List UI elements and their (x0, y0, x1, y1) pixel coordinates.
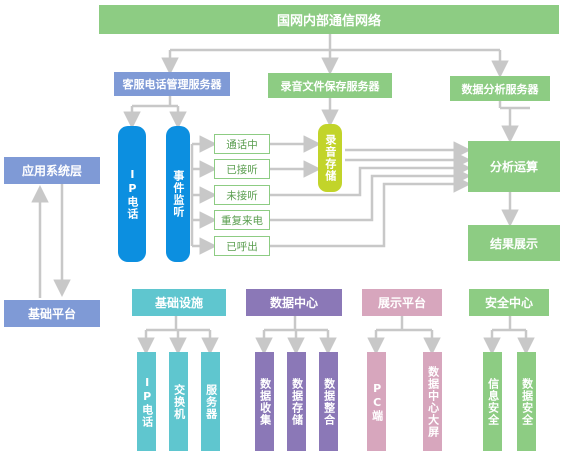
app-system-layer-label: 应用系统层 (21, 164, 82, 178)
security-item-data: 数据安全 (517, 352, 536, 451)
infrastructure-header: 基础设施 (132, 289, 226, 316)
security-item-info-label: 信息安全 (486, 377, 500, 426)
analysis-compute-box: 分析运算 (468, 141, 560, 192)
dc-item-integrate-label: 数据整合 (322, 377, 336, 426)
display-platform-header-label: 展示平台 (377, 296, 426, 310)
app-system-layer: 应用系统层 (4, 157, 100, 184)
display-item-big-screen: 数据中心大屏 (423, 352, 442, 451)
state-in-call: 通话中 (214, 134, 270, 154)
infra-item-switch-label: 交换机 (172, 383, 186, 420)
infra-item-ip-phone: IP电话 (137, 352, 156, 451)
display-item-big-screen-label: 数据中心大屏 (426, 365, 440, 438)
ip-phone-column-label: IP电话 (125, 168, 139, 220)
display-item-pc-label: PC端 (370, 381, 384, 422)
ip-phone-column: IP电话 (118, 126, 146, 262)
state-answered: 已接听 (214, 159, 270, 179)
customer-phone-server: 客服电话管理服务器 (114, 72, 230, 96)
state-outgoing: 已呼出 (214, 236, 270, 256)
datacenter-header: 数据中心 (246, 289, 342, 316)
state-in-call-label: 通话中 (226, 138, 258, 151)
record-storage-pill: 录音存储 (318, 124, 342, 192)
dc-item-store: 数据存储 (287, 352, 306, 451)
base-platform-label: 基础平台 (27, 307, 76, 321)
state-missed-label: 未接听 (226, 189, 258, 202)
state-repeat-call-label: 重复来电 (221, 214, 263, 227)
state-repeat-call: 重复来电 (214, 210, 270, 230)
result-display-box: 结果展示 (468, 225, 560, 261)
infra-item-server-label: 服务器 (204, 383, 218, 420)
dc-item-collect: 数据收集 (255, 352, 274, 451)
recording-server-label: 录音文件保存服务器 (280, 79, 380, 93)
analysis-server-label: 数据分析服务器 (461, 82, 539, 96)
event-monitor-column: 事件监听 (166, 126, 190, 262)
security-item-data-label: 数据安全 (520, 377, 534, 426)
result-display-label: 结果展示 (489, 236, 538, 251)
display-item-pc: PC端 (367, 352, 386, 451)
security-center-header: 安全中心 (469, 289, 549, 316)
state-missed: 未接听 (214, 185, 270, 205)
infra-item-switch: 交换机 (169, 352, 188, 451)
customer-phone-server-label: 客服电话管理服务器 (122, 78, 222, 91)
security-item-info: 信息安全 (483, 352, 502, 451)
base-platform: 基础平台 (4, 300, 100, 327)
security-center-header-label: 安全中心 (484, 296, 533, 310)
intranet-network-bar: 国网内部通信网络 (99, 5, 559, 34)
display-platform-header: 展示平台 (362, 289, 442, 316)
infrastructure-header-label: 基础设施 (154, 296, 203, 310)
dc-item-collect-label: 数据收集 (258, 377, 272, 426)
datacenter-header-label: 数据中心 (269, 296, 318, 310)
analysis-server: 数据分析服务器 (450, 76, 550, 101)
dc-item-integrate: 数据整合 (319, 352, 338, 451)
state-answered-label: 已接听 (226, 163, 258, 176)
dc-item-store-label: 数据存储 (290, 377, 304, 426)
record-storage-label: 录音存储 (323, 134, 337, 182)
analysis-compute-label: 分析运算 (489, 160, 538, 174)
intranet-network-label: 国网内部通信网络 (276, 14, 381, 29)
infra-item-server: 服务器 (201, 352, 220, 451)
infra-item-ip-phone-label: IP电话 (140, 375, 154, 428)
event-monitor-column-label: 事件监听 (171, 170, 185, 218)
state-outgoing-label: 已呼出 (226, 240, 258, 253)
recording-server: 录音文件保存服务器 (268, 73, 392, 98)
